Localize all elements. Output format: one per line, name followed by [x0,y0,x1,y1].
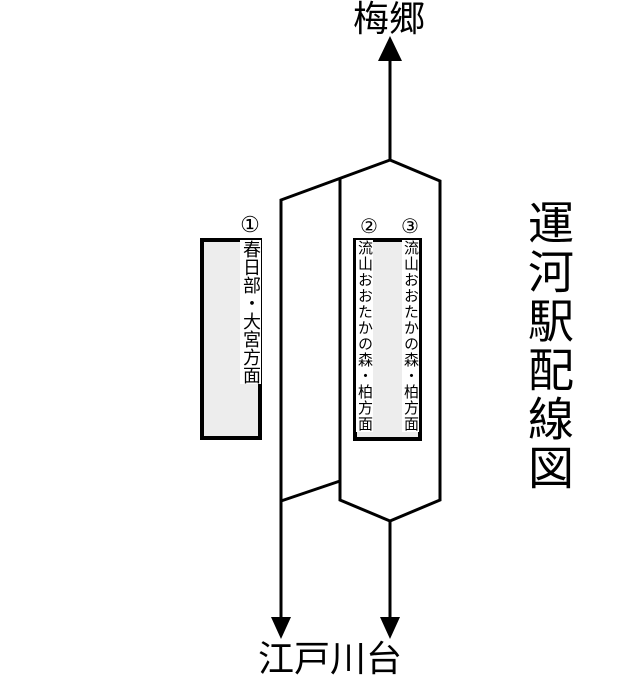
platform3-destination-label: 流山おおたかの森・柏方面 [402,240,419,432]
platform2-number: ② [360,216,378,238]
track2-line [338,179,391,523]
adjacent-station-up: 梅郷 [352,0,425,39]
diagram-title: 運河駅配線図 [522,199,574,493]
platform3-number: ③ [401,216,419,238]
adjacent-station-down: 江戸川台 [257,638,402,679]
crossover-line [280,479,341,503]
up-arrowhead-icon [378,36,402,61]
track1-line [279,158,391,620]
down-arrowhead-icon [380,617,400,639]
track3-line [389,158,442,523]
platform1-number: ① [240,212,260,237]
platform1-destination-label: 春日部・大宮方面 [240,240,261,384]
track1-down-arrowhead-icon [271,617,291,639]
platform2-destination-label: 流山おおたかの森・柏方面 [356,240,373,432]
